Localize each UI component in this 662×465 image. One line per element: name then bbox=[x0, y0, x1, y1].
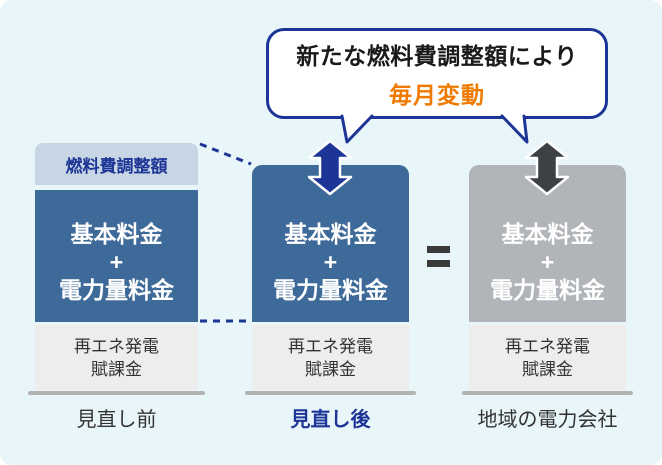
regional-levy-line2: 賦課金 bbox=[522, 359, 573, 379]
regional-levy-line1: 再エネ発電 bbox=[505, 336, 590, 356]
equals-bar-top bbox=[427, 246, 450, 253]
before-levy-line2: 賦課金 bbox=[91, 359, 142, 379]
plus-symbol: + bbox=[540, 249, 555, 275]
after-main-line1: 基本料金 bbox=[284, 221, 377, 247]
bubble-tail-left-outline bbox=[340, 114, 374, 144]
after-baseline bbox=[245, 391, 416, 395]
regional-column-label: 地域の電力会社 bbox=[477, 408, 618, 431]
before-baseline bbox=[28, 391, 205, 395]
equals-sign bbox=[427, 246, 450, 267]
equals-bar-bottom bbox=[427, 260, 450, 267]
bubble-tail-right bbox=[502, 115, 527, 142]
bubble-text-line2: 毎月変動 bbox=[389, 82, 485, 108]
plus-symbol: + bbox=[323, 249, 338, 275]
plus-symbol: + bbox=[109, 249, 124, 275]
bubble-text-line1: 新たな燃料費調整額により bbox=[296, 43, 578, 69]
before-column-label: 見直し前 bbox=[76, 408, 157, 431]
before-main-box bbox=[35, 190, 198, 322]
before-main-line1: 基本料金 bbox=[70, 221, 163, 247]
after-main-text: 基本料金 + 電力量料金 bbox=[252, 217, 409, 307]
before-levy-line1: 再エネ発電 bbox=[74, 336, 159, 356]
after-levy-box: 再エネ発電 賦課金 bbox=[252, 325, 409, 390]
after-levy-line1: 再エネ発電 bbox=[288, 336, 373, 356]
before-main-text: 基本料金 + 電力量料金 bbox=[35, 217, 198, 307]
bubble-tail-right-outline bbox=[500, 114, 529, 144]
after-levy-line2: 賦課金 bbox=[305, 359, 356, 379]
regional-baseline bbox=[462, 391, 633, 395]
regional-main-text: 基本料金 + 電力量料金 bbox=[469, 217, 626, 307]
fuel-adjustment-badge: 燃料費調整額 bbox=[35, 143, 198, 185]
dashed-connector-top bbox=[199, 142, 252, 166]
after-main-line3: 電力量料金 bbox=[273, 277, 388, 303]
speech-bubble: 新たな燃料費調整額により 毎月変動 bbox=[266, 28, 608, 119]
before-main-line3: 電力量料金 bbox=[59, 277, 174, 303]
regional-levy-box: 再エネ発電 賦課金 bbox=[469, 325, 626, 390]
regional-main-line3: 電力量料金 bbox=[490, 277, 605, 303]
after-column-label: 見直し後 bbox=[290, 408, 371, 431]
regional-main-line1: 基本料金 bbox=[501, 221, 594, 247]
bubble-tail-left bbox=[342, 115, 372, 142]
before-levy-box: 再エネ発電 賦課金 bbox=[35, 325, 198, 390]
